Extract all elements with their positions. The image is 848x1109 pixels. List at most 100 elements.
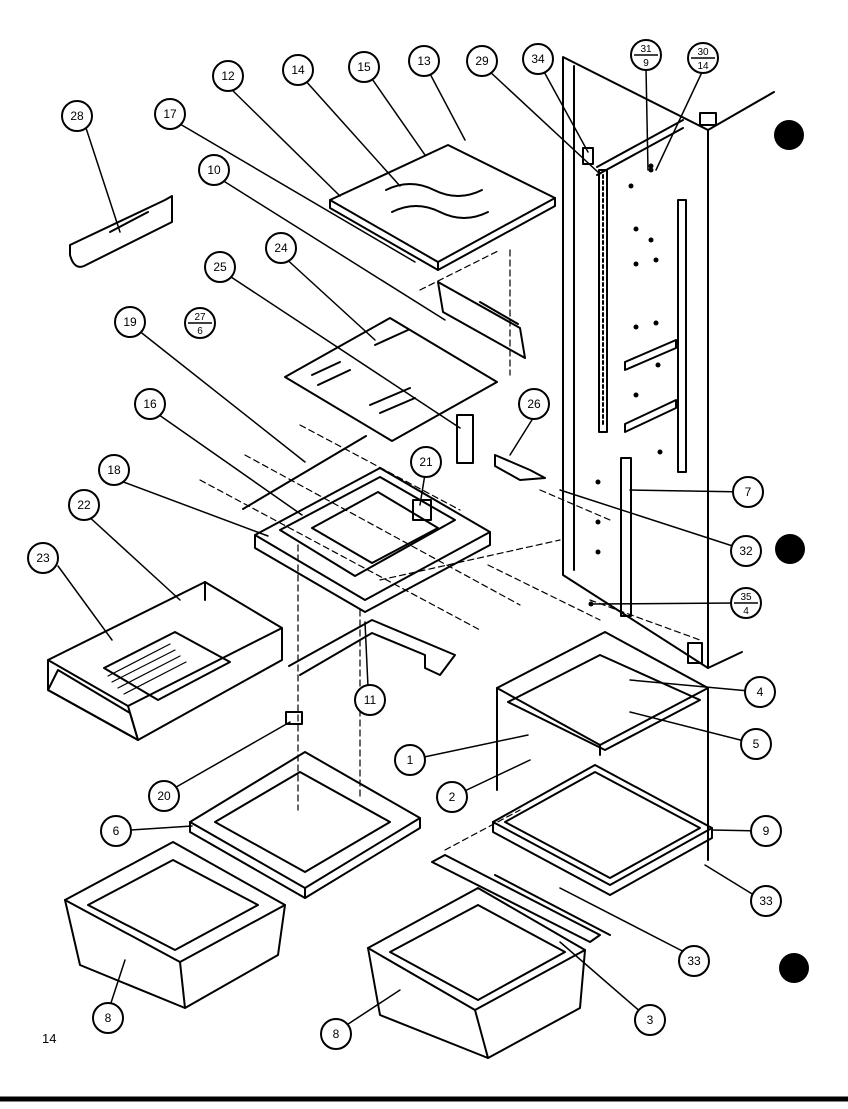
svg-text:4: 4 <box>743 606 749 617</box>
wall-screw-holes <box>588 163 663 607</box>
svg-text:21: 21 <box>419 455 433 469</box>
svg-text:3: 3 <box>647 1013 654 1027</box>
callout-26: 26 <box>518 388 550 420</box>
svg-text:35: 35 <box>740 592 752 603</box>
svg-text:4: 4 <box>757 685 764 699</box>
svg-text:6: 6 <box>113 824 120 838</box>
bracket-20 <box>285 711 303 725</box>
crisper-cover-frame <box>242 435 491 613</box>
callout-13: 13 <box>408 45 440 77</box>
callout-8-left: 8 <box>92 1002 124 1034</box>
callout-33-right: 33 <box>750 885 782 917</box>
callout-34: 34 <box>522 43 554 75</box>
callout-35-over-4: 35 4 <box>730 587 762 619</box>
callout-3: 3 <box>634 1004 666 1036</box>
callout-14: 14 <box>282 54 314 86</box>
callout-16: 16 <box>134 388 166 420</box>
callout-8-right: 8 <box>320 1018 352 1050</box>
svg-text:14: 14 <box>291 63 305 77</box>
slide-11 <box>288 619 456 676</box>
crisper-drawer <box>47 581 283 741</box>
svg-text:24: 24 <box>274 241 288 255</box>
glass-shelf <box>284 317 498 442</box>
svg-text:13: 13 <box>417 54 431 68</box>
leader-lines <box>57 67 765 1033</box>
svg-text:8: 8 <box>333 1027 340 1041</box>
callout-28: 28 <box>61 100 93 132</box>
callout-22: 22 <box>68 489 100 521</box>
svg-text:26: 26 <box>527 397 541 411</box>
bracket-26 <box>456 414 546 481</box>
svg-text:22: 22 <box>77 498 91 512</box>
callout-18: 18 <box>98 454 130 486</box>
svg-text:25: 25 <box>213 260 227 274</box>
svg-text:6: 6 <box>197 326 203 337</box>
callout-2: 2 <box>436 781 468 813</box>
svg-text:30: 30 <box>697 47 709 58</box>
svg-text:9: 9 <box>643 58 649 69</box>
drawer-8-left <box>64 841 286 1009</box>
svg-text:34: 34 <box>531 52 545 66</box>
callout-30-over-14: 30 14 <box>687 42 719 74</box>
callout-29: 29 <box>466 45 498 77</box>
svg-text:16: 16 <box>143 397 157 411</box>
callout-23: 23 <box>27 542 59 574</box>
callout-31-over-9: 31 9 <box>630 39 662 71</box>
svg-text:10: 10 <box>207 163 221 177</box>
svg-text:23: 23 <box>36 551 50 565</box>
callout-5: 5 <box>740 728 772 760</box>
callout-21: 21 <box>410 446 442 478</box>
callout-6: 6 <box>100 815 132 847</box>
callout-1: 1 <box>394 744 426 776</box>
shelf-bracket-10 <box>437 281 526 359</box>
callout-15: 15 <box>348 51 380 83</box>
callout-7: 7 <box>732 476 764 508</box>
callout-27-over-6: 27 6 <box>184 307 216 339</box>
svg-text:28: 28 <box>70 109 84 123</box>
svg-text:33: 33 <box>687 954 701 968</box>
callout-19: 19 <box>114 306 146 338</box>
callout-4: 4 <box>744 676 776 708</box>
svg-text:17: 17 <box>163 107 177 121</box>
crisper-shelf-6 <box>189 751 421 899</box>
callout-25: 25 <box>204 251 236 283</box>
svg-text:7: 7 <box>745 485 752 499</box>
svg-text:15: 15 <box>357 60 371 74</box>
top-shelf-assembly <box>329 144 556 271</box>
svg-text:8: 8 <box>105 1011 112 1025</box>
svg-text:1: 1 <box>407 753 414 767</box>
callout-10: 10 <box>198 154 230 186</box>
shelf-9 <box>492 764 713 896</box>
callout-12: 12 <box>212 60 244 92</box>
cabinet-side-wall <box>562 56 775 669</box>
svg-text:9: 9 <box>763 824 770 838</box>
callout-33-lower: 33 <box>678 945 710 977</box>
svg-text:18: 18 <box>107 463 121 477</box>
assembly-lines <box>199 249 701 851</box>
page-number: 14 <box>42 1031 57 1046</box>
callout-20: 20 <box>148 780 180 812</box>
callout-32: 32 <box>730 535 762 567</box>
svg-text:32: 32 <box>739 544 753 558</box>
callout-24: 24 <box>265 232 297 264</box>
svg-text:5: 5 <box>753 737 760 751</box>
svg-text:20: 20 <box>157 789 171 803</box>
callout-17: 17 <box>154 98 186 130</box>
callout-11: 11 <box>354 684 386 716</box>
svg-text:29: 29 <box>475 54 489 68</box>
svg-text:2: 2 <box>449 790 456 804</box>
svg-text:31: 31 <box>640 44 652 55</box>
drawer-8-right <box>367 887 586 1059</box>
registration-marks <box>774 120 809 983</box>
svg-text:12: 12 <box>221 69 235 83</box>
shield-28 <box>69 195 173 268</box>
svg-text:14: 14 <box>697 61 709 72</box>
svg-text:33: 33 <box>759 894 773 908</box>
svg-text:27: 27 <box>194 312 206 323</box>
svg-text:19: 19 <box>123 315 137 329</box>
pan-box <box>496 631 709 861</box>
callout-9: 9 <box>750 815 782 847</box>
rail-33 <box>431 854 611 943</box>
svg-text:11: 11 <box>364 693 377 707</box>
